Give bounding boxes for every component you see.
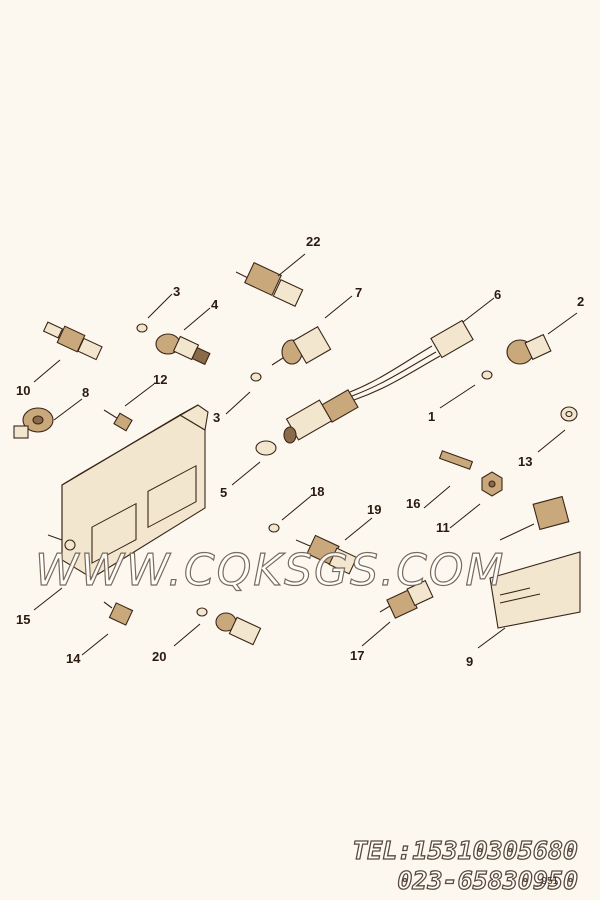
part-3-o-ring-upper — [136, 323, 148, 333]
part-17-sensor — [379, 579, 434, 619]
callout-6: 6 — [494, 287, 501, 302]
part-sensor-near-20 — [215, 612, 262, 646]
part-10-sensor — [42, 321, 103, 361]
callout-9: 9 — [466, 654, 473, 669]
part-16-stud — [438, 450, 474, 470]
leader-lines — [33, 253, 578, 656]
part-12-bolt — [103, 409, 133, 432]
callout-14: 14 — [66, 651, 81, 666]
callout-7: 7 — [355, 285, 362, 300]
site-watermark: WWW.CQKSGS.COM — [34, 544, 506, 596]
callout-12: 12 — [153, 372, 167, 387]
part-18-o-ring — [268, 523, 280, 533]
callout-8: 8 — [82, 385, 89, 400]
part-2-sensor — [506, 333, 552, 365]
part-3-o-ring-lower — [250, 372, 262, 382]
part-1-o-ring — [481, 370, 493, 380]
part-6-harness — [283, 319, 474, 444]
callout-18: 18 — [310, 484, 324, 499]
callout-17: 17 — [350, 648, 364, 663]
contact-phone-number: 023-65830950 — [397, 865, 579, 895]
part-14-standoff — [103, 601, 134, 626]
callout-20: 20 — [152, 649, 166, 664]
callout-13: 13 — [518, 454, 532, 469]
part-5-seal — [255, 440, 277, 456]
part-9-connector-plate — [489, 495, 581, 629]
callout-19: 19 — [367, 502, 381, 517]
part-8-knock-sensor — [13, 407, 54, 439]
callout-2: 2 — [577, 294, 584, 309]
part-22-sensor — [235, 261, 304, 307]
part-13-washer — [560, 406, 578, 422]
callout-16: 16 — [406, 496, 420, 511]
callout-3-upper: 3 — [173, 284, 180, 299]
part-11-nut — [481, 471, 503, 497]
contact-telephone: TEL:15310305680 — [352, 835, 579, 865]
part-4-sensor — [155, 333, 211, 366]
part-19-sensor — [295, 534, 358, 575]
callout-3-lower: 3 — [213, 410, 220, 425]
callout-22: 22 — [306, 234, 320, 249]
part-7-sensor — [271, 325, 332, 366]
callout-4: 4 — [211, 297, 219, 312]
callout-15: 15 — [16, 612, 30, 627]
figure-reference-code: _951 — [536, 876, 559, 887]
callout-10: 10 — [16, 383, 30, 398]
callout-1: 1 — [428, 409, 435, 424]
callout-5: 5 — [220, 485, 227, 500]
part-20-o-ring — [196, 607, 208, 617]
callout-11: 11 — [436, 520, 450, 535]
part-15-ecm-module — [47, 404, 209, 579]
